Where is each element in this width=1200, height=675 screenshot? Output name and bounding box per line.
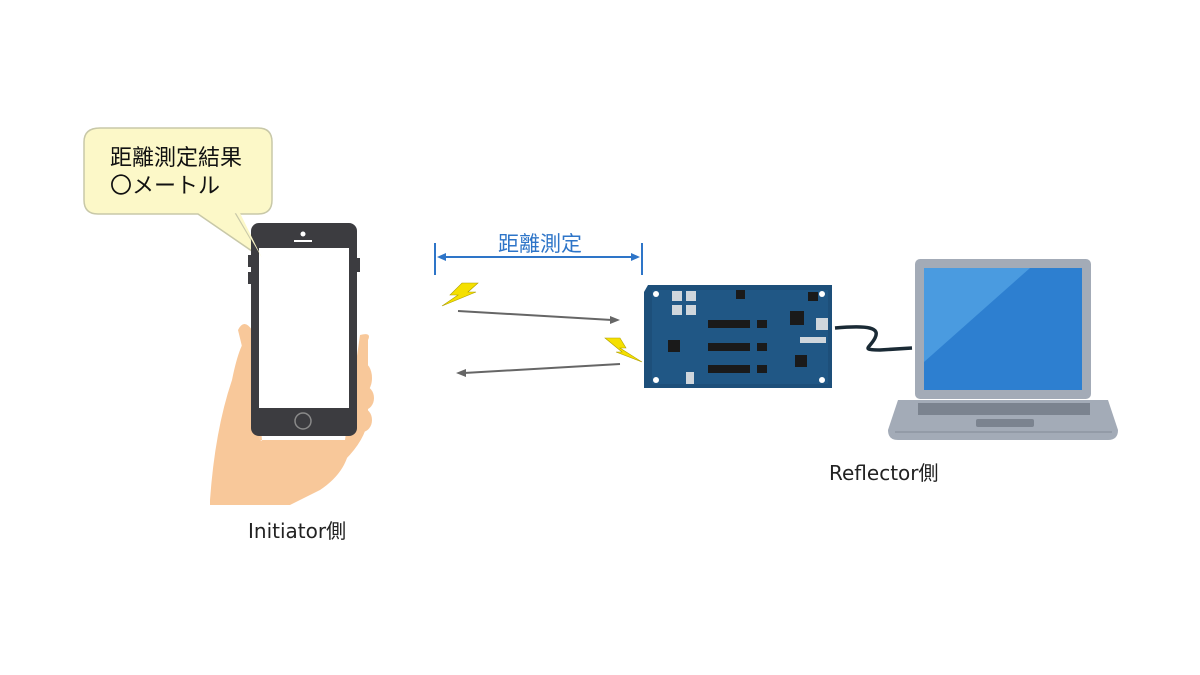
speech-bubble xyxy=(83,127,273,259)
lightning-bolt-icon xyxy=(604,337,643,363)
result-title: 距離測定結果 xyxy=(110,146,243,171)
distance-measurement-label: 距離測定 xyxy=(498,232,582,256)
initiator-caption: Initiator側 xyxy=(248,519,347,543)
laptop-icon xyxy=(888,259,1118,440)
lightning-bolt-icon xyxy=(441,282,479,307)
smartphone-icon xyxy=(248,223,360,436)
signal-arrow-return xyxy=(456,363,621,377)
signal-arrow-outgoing xyxy=(457,310,620,324)
dev-board-icon xyxy=(644,285,832,388)
distance-bracket xyxy=(434,243,643,275)
speech-bubble-text: 距離測定結果〇メートル xyxy=(110,145,242,201)
result-value: 〇メートル xyxy=(110,174,221,199)
usb-cable xyxy=(834,325,913,352)
reflector-caption: Reflector側 xyxy=(829,461,939,485)
